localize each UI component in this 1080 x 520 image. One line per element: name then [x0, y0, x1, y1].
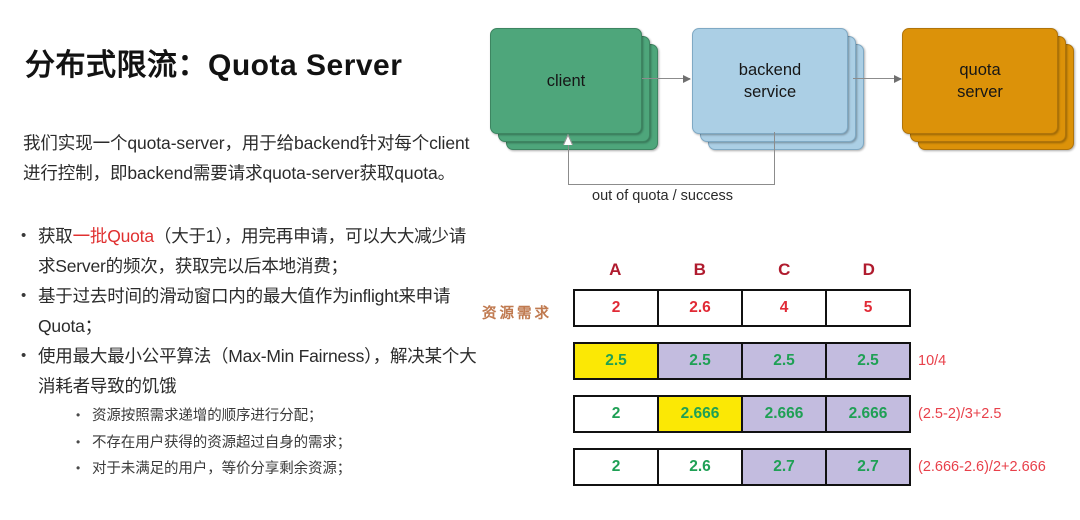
table-cell: 2.5 [827, 344, 909, 378]
table-cell: 2.6 [659, 450, 743, 484]
table-cell: 2.5 [743, 344, 827, 378]
sub-bullet-item-3: 对于未满足的用户，等价分享剩余资源； [74, 455, 482, 483]
table-cell: 2 [575, 450, 659, 484]
diagram-node-quota-server: quota server [902, 28, 1074, 150]
bullet-3-text: 使用最大最小公平算法（Max-Min Fairness），解决某个大消耗者导致的… [38, 346, 477, 396]
diagram-node-backend-service: backend service [692, 28, 864, 150]
table-cell: 2.666 [827, 397, 909, 431]
client-stack-layer-front: client [490, 28, 642, 134]
demand-row-label: 资源需求 [482, 306, 552, 322]
column-header-b: B [693, 260, 706, 279]
bullet-item-3: 使用最大最小公平算法（Max-Min Fairness），解决某个大消耗者导致的… [16, 341, 482, 401]
table-row: 2 2.6 4 5 [573, 289, 911, 327]
table-cell: 2.6 [659, 291, 743, 325]
diagram-node-client: client [490, 28, 658, 150]
quota-stack-layer-front: quota server [902, 28, 1058, 134]
bullet-1-part-1: 获取 [38, 226, 73, 246]
sub-bullet-list: 资源按照需求递增的顺序进行分配； 不存在用户获得的资源超过自身的需求； 对于未满… [16, 402, 482, 483]
quota-label-line2: server [957, 83, 1003, 101]
arrow-client-to-backend-icon [642, 74, 691, 83]
table-row: 2 2.6 2.7 2.7 [573, 448, 911, 486]
table-cell: 2.666 [743, 397, 827, 431]
table-row: 2 2.666 2.666 2.666 [573, 395, 911, 433]
slide-left-column: 分布式限流：Quota Server 我们实现一个quota-server，用于… [0, 0, 482, 520]
row-annotation: (2.666-2.6)/2+2.666 [918, 459, 1046, 475]
table-column-headers: A B C D [573, 260, 911, 280]
return-path-segment-bottom [568, 184, 775, 185]
sub-bullet-item-2: 不存在用户获得的资源超过自身的需求； [74, 429, 482, 457]
bullet-item-2: 基于过去时间的滑动窗口内的最大值作为inflight来申请Quota； [16, 281, 482, 341]
bullet-item-1: 获取一批Quota（大于1），用完再申请，可以大大减少请求Server的频次，获… [16, 221, 482, 281]
column-header-a: A [609, 260, 622, 279]
client-label: client [546, 72, 586, 90]
table-cell: 2.666 [659, 397, 743, 431]
table-cell: 2.5 [575, 344, 659, 378]
return-path-segment-left [568, 144, 569, 185]
quota-label-line1: quota [959, 61, 1001, 79]
table-cell: 2 [575, 291, 659, 325]
table-cell: 4 [743, 291, 827, 325]
column-header-d: D [862, 260, 875, 279]
backend-stack-layer-front: backend service [692, 28, 848, 134]
arrow-backend-to-quota-icon [853, 74, 902, 83]
bullet-1-part-2-highlight: 一批Quota [72, 226, 154, 246]
row-annotation: (2.5-2)/3+2.5 [918, 406, 1002, 422]
row-annotation: 10/4 [918, 353, 947, 369]
table-cell: 2 [575, 397, 659, 431]
intro-paragraph: 我们实现一个quota-server，用于给backend针对每个client进… [23, 133, 470, 183]
bullet-1-part-3: （大于1），用完再申请，可以大大减少请求Server的频次，获取完以后本地消费； [38, 226, 467, 276]
table-cell: 2.7 [743, 450, 827, 484]
table-cell: 5 [827, 291, 909, 325]
return-path-label: out of quota / success [592, 188, 734, 204]
return-path-arrowhead-icon [562, 134, 573, 146]
allocation-table: 资源需求 A B C D 2 2.6 4 5 2.5 2.5 2.5 2.5 2… [482, 250, 1080, 520]
backend-label-line1: backend [738, 61, 802, 79]
table-row: 2.5 2.5 2.5 2.5 [573, 342, 911, 380]
table-cell: 2.5 [659, 344, 743, 378]
architecture-diagram: client backend service quota server out … [482, 0, 1080, 225]
table-cell: 2.7 [827, 450, 909, 484]
backend-label-line2: service [743, 83, 797, 101]
column-header-c: C [778, 260, 791, 279]
return-path-segment-right [774, 132, 775, 185]
page-title: 分布式限流：Quota Server [25, 49, 403, 82]
bullet-list: 获取一批Quota（大于1），用完再申请，可以大大减少请求Server的频次，获… [16, 221, 482, 483]
sub-bullet-item-1: 资源按照需求递增的顺序进行分配； [74, 402, 482, 430]
bullet-2-text: 基于过去时间的滑动窗口内的最大值作为inflight来申请Quota； [38, 286, 451, 336]
